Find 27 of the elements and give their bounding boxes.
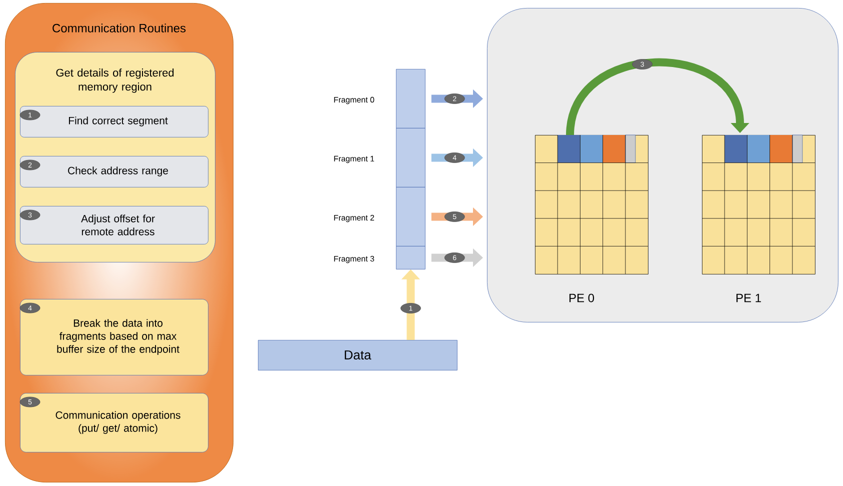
buffer-cell: [396, 246, 426, 270]
step-box: [20, 299, 208, 376]
memory-grid-drawing: [702, 134, 816, 274]
fragment-label: Fragment 1: [334, 156, 374, 164]
data-box: [258, 340, 458, 370]
fragment-label: Fragment 2: [334, 214, 374, 222]
buffer-cell: [396, 128, 426, 188]
step-text: Communication operations (put/ get/ atomic): [56, 411, 180, 434]
memory-grid-drawing: [534, 134, 648, 274]
step-box: [20, 206, 208, 244]
step-box: [20, 106, 208, 138]
pe-label: PE 1: [736, 294, 761, 302]
fragment-label: Fragment 0: [334, 96, 374, 104]
panel: [5, 3, 234, 482]
buffer-cell: [396, 69, 426, 128]
step-text: Check address range: [68, 166, 168, 176]
block-arrow: [566, 58, 750, 136]
data-label: Data: [344, 350, 372, 360]
step-text: Break the data into fragments based on max buffer size of the endpoint: [57, 319, 180, 355]
panel-title: Communication Routines: [52, 24, 186, 32]
fragment-label: Fragment 3: [334, 256, 374, 264]
group-title: Get details of registered memory region: [56, 68, 174, 93]
step-text: Adjust offset for remote address: [81, 214, 155, 236]
step-box: [20, 156, 208, 188]
pe-label: PE 0: [569, 294, 594, 302]
step-box: [20, 393, 208, 452]
step-text: Find correct segment: [68, 116, 168, 126]
